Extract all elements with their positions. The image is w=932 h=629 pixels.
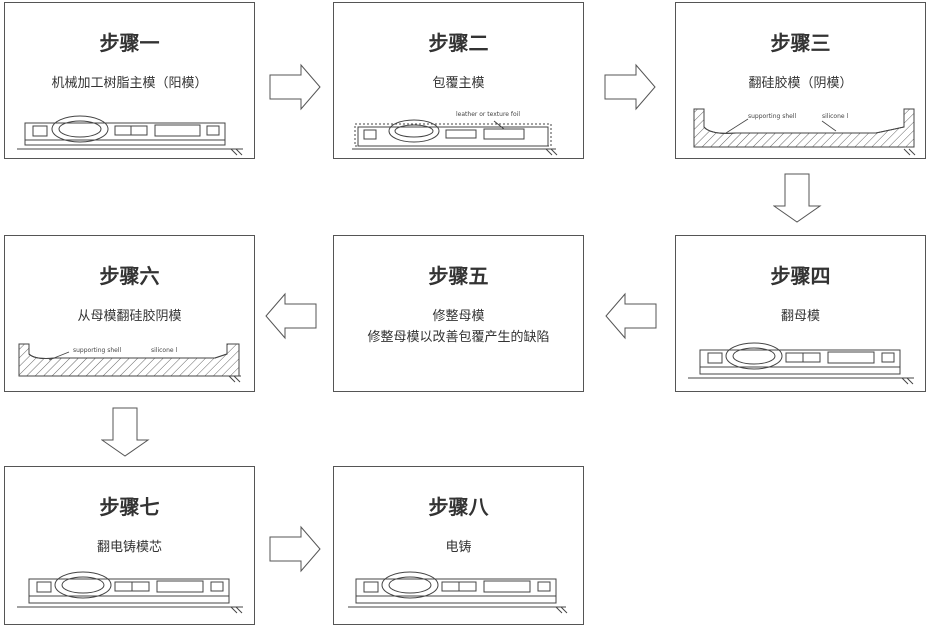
right-arrow-icon bbox=[269, 525, 321, 573]
flow-arrow-right bbox=[268, 63, 323, 111]
step-6-box: 步骤六 从母模翻硅胶阴模 supporting shell silicone l bbox=[4, 235, 255, 392]
step-3-box: 步骤三 翻硅胶模（阴模） supporting shell silicone l bbox=[675, 2, 926, 159]
step-5-box: 步骤五 修整母模 修整母模以改善包覆产生的缺陷 bbox=[333, 235, 584, 392]
step-7-title: 步骤七 bbox=[99, 495, 160, 519]
step-5-description: 修整母模 修整母模以改善包覆产生的缺陷 bbox=[334, 306, 583, 348]
down-arrow-icon bbox=[773, 173, 822, 223]
step-1-description: 机械加工树脂主模（阳模） bbox=[51, 76, 208, 91]
step-3-silicone-mold-sketch bbox=[693, 108, 916, 156]
step-7-electroform-core-sketch bbox=[17, 571, 243, 614]
step-6-title: 步骤六 bbox=[99, 264, 160, 288]
step-3-shell-annotation: supporting shell bbox=[748, 113, 797, 120]
flow-arrow-left bbox=[263, 292, 318, 340]
step-3-silicone-annotation: silicone l bbox=[822, 113, 849, 120]
flow-arrow-right bbox=[268, 525, 323, 573]
step-1-box: 步骤一 机械加工树脂主模（阳模） bbox=[4, 2, 255, 159]
step-1-title: 步骤一 bbox=[99, 31, 160, 55]
left-arrow-icon bbox=[605, 292, 657, 340]
step-6-silicone-annotation: silicone l bbox=[151, 347, 178, 354]
flow-arrow-left bbox=[603, 292, 658, 340]
step-8-box: 步骤八 电铸 bbox=[333, 466, 584, 625]
step-2-wrapped-mold-sketch bbox=[352, 119, 558, 156]
right-arrow-icon bbox=[269, 63, 321, 111]
step-6-silicone-negative-mold-sketch bbox=[18, 343, 241, 383]
step-2-title: 步骤二 bbox=[428, 31, 489, 55]
step-3-description: 翻硅胶模（阴模） bbox=[748, 76, 853, 91]
left-arrow-icon bbox=[265, 292, 317, 340]
step-4-mother-mold-sketch bbox=[688, 342, 914, 385]
flow-arrow-down bbox=[101, 406, 151, 458]
down-arrow-icon bbox=[101, 407, 150, 457]
right-arrow-icon bbox=[604, 63, 656, 111]
flow-arrow-down bbox=[773, 172, 823, 224]
step-5-title: 步骤五 bbox=[428, 264, 489, 288]
step-4-box: 步骤四 翻母模 bbox=[675, 235, 926, 392]
step-5-description-line-1: 修整母模 bbox=[432, 309, 485, 324]
step-7-box: 步骤七 翻电铸模芯 bbox=[4, 466, 255, 625]
step-6-description: 从母模翻硅胶阴模 bbox=[77, 309, 182, 324]
step-4-title: 步骤四 bbox=[770, 264, 831, 288]
step-1-master-mold-sketch bbox=[17, 115, 243, 156]
step-3-title: 步骤三 bbox=[770, 31, 831, 55]
step-2-box: 步骤二 包覆主模 leather or texture foil bbox=[333, 2, 584, 159]
step-5-description-line-2: 修整母模以改善包覆产生的缺陷 bbox=[367, 330, 550, 345]
step-6-shell-annotation: supporting shell bbox=[73, 347, 122, 354]
step-2-description: 包覆主模 bbox=[432, 76, 485, 91]
flow-arrow-right bbox=[603, 63, 658, 111]
step-8-electroforming-sketch bbox=[348, 571, 568, 614]
step-8-title: 步骤八 bbox=[428, 495, 489, 519]
step-2-foil-annotation: leather or texture foil bbox=[456, 111, 520, 118]
step-7-description: 翻电铸模芯 bbox=[96, 540, 162, 555]
step-8-description: 电铸 bbox=[445, 540, 472, 555]
step-4-description: 翻母模 bbox=[780, 309, 820, 324]
